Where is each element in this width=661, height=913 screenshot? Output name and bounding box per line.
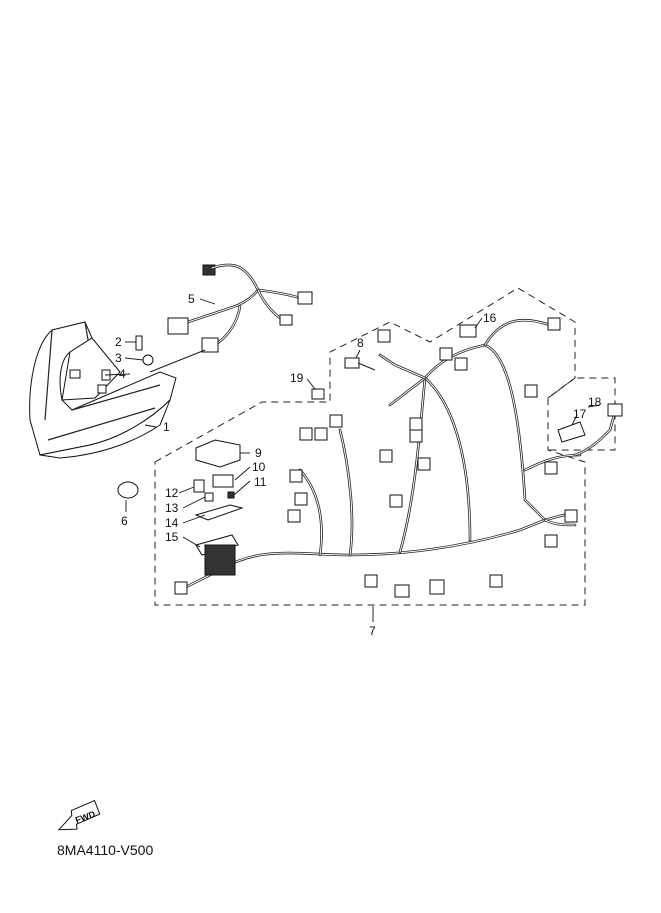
callout-2: 2 bbox=[115, 335, 122, 349]
callout-19: 19 bbox=[290, 371, 304, 385]
callout-1: 1 bbox=[163, 420, 170, 434]
callout-17: 17 bbox=[573, 407, 587, 421]
harness-boundary bbox=[154, 287, 616, 606]
callout-4: 4 bbox=[119, 367, 126, 381]
callout-12: 12 bbox=[165, 486, 179, 500]
callout-3: 3 bbox=[115, 351, 122, 365]
bolt-2 bbox=[135, 335, 143, 351]
relay-10 bbox=[212, 474, 234, 488]
relay-12 bbox=[193, 479, 205, 493]
band-6 bbox=[117, 481, 139, 499]
callout-15: 15 bbox=[165, 530, 179, 544]
fuse-11 bbox=[227, 491, 235, 499]
main-harness bbox=[174, 317, 582, 598]
callout-7: 7 bbox=[369, 624, 376, 638]
fwd-arrow-icon: FWD bbox=[57, 799, 101, 831]
callout-11: 11 bbox=[254, 475, 267, 489]
tag-17 bbox=[557, 421, 586, 443]
callout-14: 14 bbox=[165, 516, 179, 530]
sub-lead-harness bbox=[149, 263, 313, 373]
callout-16: 16 bbox=[483, 311, 497, 325]
diagram-code: 8MA4110-V500 bbox=[57, 842, 153, 858]
callout-6: 6 bbox=[121, 514, 128, 528]
headlight-cowl bbox=[29, 321, 177, 459]
callout-9: 9 bbox=[255, 446, 262, 460]
fuse-block-14 bbox=[194, 504, 244, 521]
grommet-3 bbox=[142, 354, 154, 366]
connector-19 bbox=[311, 388, 325, 400]
lead-8 bbox=[344, 357, 376, 371]
callout-18: 18 bbox=[588, 395, 602, 409]
leader-lines bbox=[104, 298, 601, 622]
connector-16 bbox=[459, 324, 477, 338]
callout-8: 8 bbox=[357, 336, 364, 350]
fuse-box-cover-9 bbox=[195, 439, 241, 468]
callout-13: 13 bbox=[165, 501, 179, 515]
callout-10: 10 bbox=[252, 460, 266, 474]
callout-labels: 1 2 3 4 5 6 7 8 9 10 11 12 13 14 15 16 1… bbox=[115, 292, 602, 638]
callout-5: 5 bbox=[188, 292, 195, 306]
diode-13 bbox=[204, 492, 214, 502]
lead-18 bbox=[573, 403, 623, 457]
